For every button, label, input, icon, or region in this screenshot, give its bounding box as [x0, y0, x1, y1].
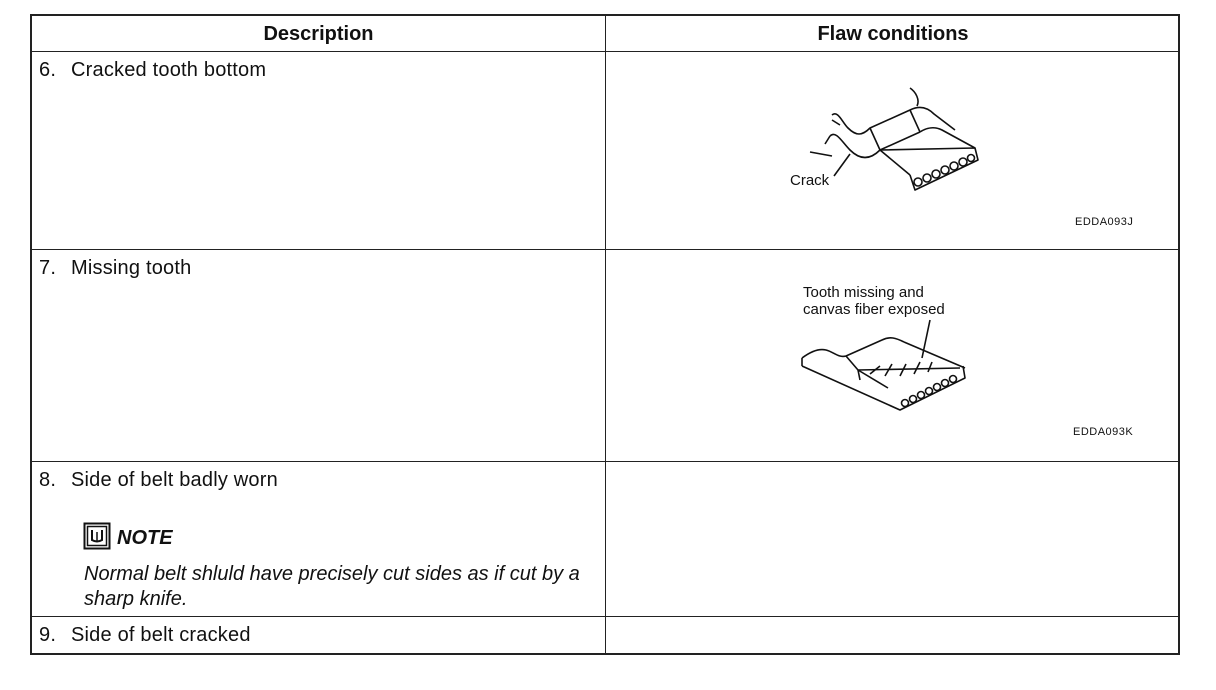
tooth-missing-label: Tooth missing and canvas fiber exposed [803, 284, 945, 318]
header-description: Description [263, 23, 374, 45]
missing-tooth-belt-illustration [801, 319, 966, 411]
table-row-7-description: 7. Missing tooth [39, 257, 191, 280]
column-divider [605, 16, 606, 653]
figure-code: EDDA093J [1075, 216, 1134, 228]
row-description: Cracked tooth bottom [71, 59, 267, 81]
row-divider [32, 249, 1178, 250]
note-text: Normal belt shluld have precisely cut si… [84, 563, 580, 610]
row-description: Side of belt badly worn [71, 469, 278, 491]
cracked-tooth-belt-illustration [809, 87, 979, 191]
note-block: NOTE [83, 522, 173, 555]
row-description: Side of belt cracked [71, 624, 251, 646]
table-row-8-description: 8. Side of belt badly worn [39, 469, 278, 492]
row-number: 7. [39, 257, 57, 279]
row-number: 8. [39, 469, 57, 491]
row-number: 9. [39, 624, 57, 646]
book-note-icon [83, 522, 111, 555]
row-divider [32, 51, 1178, 52]
row-divider [32, 461, 1178, 462]
label-line-1: Tooth missing and [803, 284, 924, 301]
table-row-6-description: 6. Cracked tooth bottom [39, 59, 266, 82]
note-title: NOTE [117, 527, 173, 549]
header-flaw-conditions: Flaw conditions [817, 23, 969, 45]
row-description: Missing tooth [71, 257, 192, 279]
label-line-2: canvas fiber exposed [803, 301, 945, 318]
figure-code: EDDA093K [1073, 426, 1134, 438]
crack-label: Crack [790, 172, 830, 189]
table-row-9-description: 9. Side of belt cracked [39, 624, 251, 647]
flaw-table: Description Flaw conditions [30, 14, 1180, 655]
row-divider [32, 616, 1178, 617]
row-number: 6. [39, 59, 57, 81]
